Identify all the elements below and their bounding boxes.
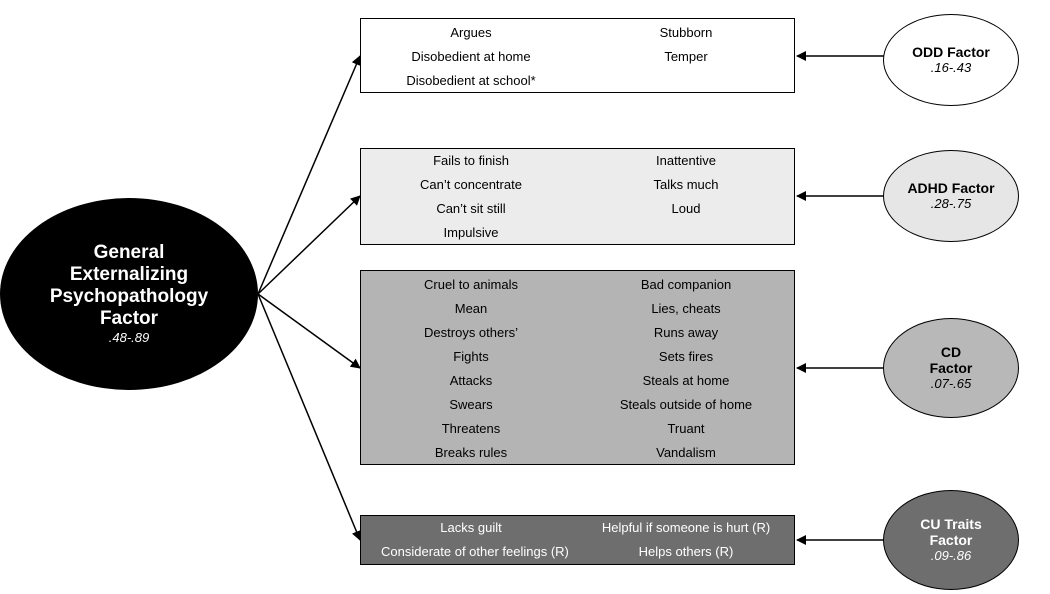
odd-item: Stubborn [659, 25, 713, 40]
adhd-item: Talks much [653, 177, 719, 192]
odd-item: Argues [450, 25, 492, 40]
general-to-adhd-arrow [257, 195, 361, 295]
adhd-items-box: Fails to finish Can’t concentrate Can’t … [360, 148, 795, 245]
cd-factor-range: .07-.65 [930, 376, 972, 391]
cd-left-items: Cruel to animals Mean Destroys others’ F… [381, 273, 561, 465]
cd-right-items: Bad companion Lies, cheats Runs away Set… [591, 273, 781, 465]
cd-item: Threatens [441, 421, 501, 436]
adhd-item: Can’t sit still [436, 201, 506, 216]
odd-factor-oval: ODD Factor .16-.43 [883, 14, 1019, 106]
cd-item: Steals outside of home [619, 397, 753, 412]
cu-item: Considerate of other feelings (R) [381, 544, 569, 559]
cd-item: Steals at home [642, 373, 730, 388]
adhd-factor-range: .28-.75 [930, 196, 972, 211]
cd-item: Vandalism [656, 445, 716, 460]
cd-items-box: Cruel to animals Mean Destroys others’ F… [360, 270, 795, 465]
cu-factor-title: CU Traits Factor [920, 516, 982, 548]
cd-item: Cruel to animals [424, 277, 518, 292]
cd-item: Attacks [449, 373, 493, 388]
cd-item: Truant [667, 421, 705, 436]
cu-items-box: Lacks guilt Considerate of other feeling… [360, 515, 795, 565]
cd-factor-title: CD Factor [929, 344, 973, 376]
cd-item: Swears [449, 397, 493, 412]
odd-item: Temper [664, 49, 708, 64]
cu-right-items: Helpful if someone is hurt (R) Helps oth… [591, 516, 781, 564]
adhd-factor-title: ADHD Factor [907, 180, 995, 196]
cu-item: Helps others (R) [638, 544, 734, 559]
adhd-right-items: Inattentive Talks much Loud [591, 149, 781, 221]
cu-left-items: Lacks guilt Considerate of other feeling… [381, 516, 569, 564]
adhd-factor-oval: ADHD Factor .28-.75 [883, 150, 1019, 242]
odd-items-box: Argues Disobedient at home Disobedient a… [360, 18, 795, 93]
general-to-cu-arrow [257, 293, 362, 541]
odd-factor-title: ODD Factor [912, 44, 990, 60]
general-to-cd-arrow [257, 293, 361, 369]
odd-right-items: Stubborn Temper [591, 21, 781, 69]
adhd-item: Fails to finish [433, 153, 509, 168]
adhd-item: Impulsive [443, 225, 499, 240]
adhd-left-items: Fails to finish Can’t concentrate Can’t … [381, 149, 561, 245]
general-factor-oval: General Externalizing Psychopathology Fa… [0, 198, 258, 390]
odd-factor-range: .16-.43 [930, 60, 972, 75]
cd-item: Destroys others’ [424, 325, 518, 340]
cu-factor-oval: CU Traits Factor .09-.86 [883, 490, 1019, 590]
adhd-item: Can’t concentrate [420, 177, 522, 192]
cu-item: Helpful if someone is hurt (R) [601, 520, 771, 535]
cd-item: Fights [453, 349, 489, 364]
cd-item: Runs away [653, 325, 719, 340]
cd-item: Breaks rules [434, 445, 508, 460]
cd-item: Lies, cheats [651, 301, 721, 316]
odd-left-items: Argues Disobedient at home Disobedient a… [381, 21, 561, 93]
general-factor-title: General Externalizing Psychopathology Fa… [49, 242, 209, 329]
general-factor-range: .48-.89 [108, 330, 150, 345]
adhd-item: Loud [671, 201, 701, 216]
adhd-item: Inattentive [656, 153, 716, 168]
odd-item: Disobedient at home [411, 49, 531, 64]
cd-item: Bad companion [640, 277, 732, 292]
odd-item: Disobedient at school* [406, 73, 536, 88]
cd-item: Mean [454, 301, 488, 316]
cu-factor-range: .09-.86 [930, 548, 972, 563]
cd-item: Sets fires [658, 349, 714, 364]
cd-factor-oval: CD Factor .07-.65 [883, 318, 1019, 418]
cu-item: Lacks guilt [440, 520, 502, 535]
general-to-odd-arrow [257, 55, 362, 295]
